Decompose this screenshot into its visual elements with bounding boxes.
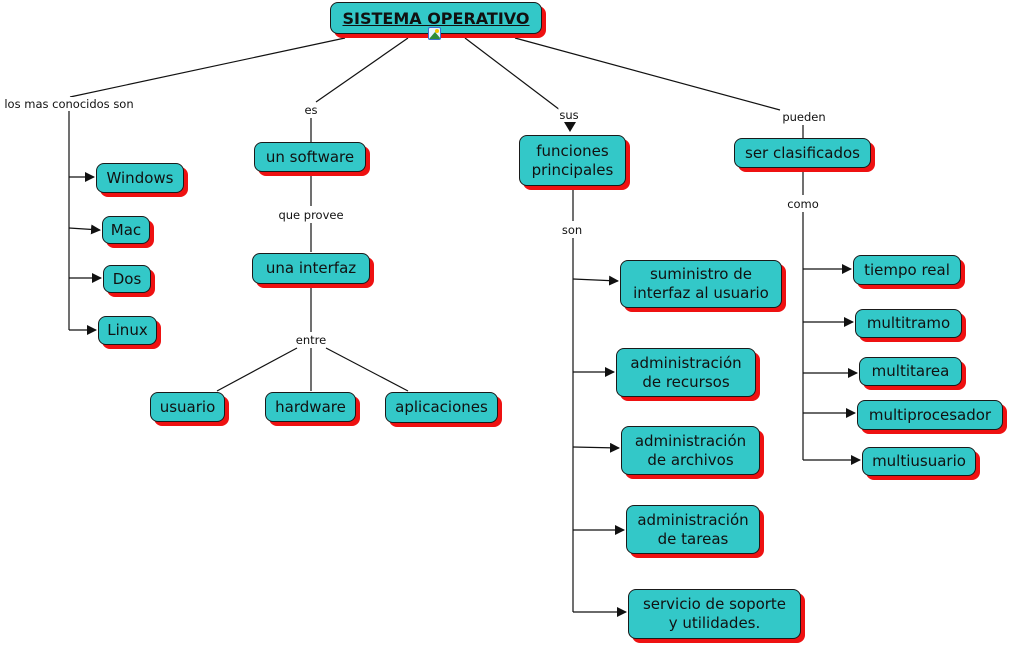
- concept-node-multitramo[interactable]: multitramo: [855, 309, 962, 338]
- arrow-suministro: [572, 275, 619, 286]
- concept-node-hardware[interactable]: hardware: [265, 392, 356, 422]
- concept-node-multitarea[interactable]: multitarea: [859, 357, 962, 386]
- concept-node-linux[interactable]: Linux: [98, 316, 157, 345]
- concept-node-un-software[interactable]: un software: [254, 142, 366, 172]
- concept-node-archivos[interactable]: administración de archivos: [621, 426, 760, 475]
- linking-phrase-entre: entre: [294, 333, 328, 347]
- linking-phrase-pueden: pueden: [781, 110, 827, 124]
- link-root-conocidos: [69, 37, 346, 98]
- concept-node-aplicaciones[interactable]: aplicaciones: [385, 392, 498, 423]
- root-node-sistema-operativo[interactable]: SISTEMA OPERATIVO: [330, 2, 542, 34]
- arrow-mac: [68, 224, 101, 235]
- linking-phrase-que-provee: que provee: [277, 208, 345, 222]
- concept-node-windows[interactable]: Windows: [96, 163, 184, 193]
- concept-node-tiempo-real[interactable]: tiempo real: [853, 255, 961, 285]
- concept-node-multiprocesador[interactable]: multiprocesador: [857, 400, 1003, 430]
- concept-node-multiusuario[interactable]: multiusuario: [862, 447, 976, 476]
- concept-node-una-interfaz[interactable]: una interfaz: [252, 253, 370, 284]
- concept-node-usuario[interactable]: usuario: [150, 392, 225, 422]
- arrow-sus-funciones: [564, 122, 576, 132]
- linking-phrase-es: es: [303, 103, 319, 117]
- image-icon[interactable]: [428, 27, 441, 40]
- concept-node-recursos[interactable]: administración de recursos: [616, 348, 756, 397]
- link-root-pueden: [514, 37, 781, 111]
- concept-node-tareas[interactable]: administración de tareas: [626, 505, 760, 554]
- linking-phrase-conocidos: los mas conocidos son: [3, 97, 135, 111]
- link-entre-usuario: [216, 347, 298, 392]
- link-root-es: [315, 37, 409, 103]
- concept-node-soporte[interactable]: servicio de soporte y utilidades.: [628, 589, 801, 639]
- linking-phrase-como: como: [786, 197, 820, 211]
- linking-phrase-sus: sus: [558, 108, 580, 122]
- concept-node-dos[interactable]: Dos: [103, 265, 151, 293]
- concept-node-ser-clasificados[interactable]: ser clasificados: [734, 138, 871, 168]
- concept-node-suministro[interactable]: suministro de interfaz al usuario: [620, 260, 782, 308]
- linking-phrase-son: son: [560, 223, 584, 237]
- concept-node-mac[interactable]: Mac: [102, 216, 150, 244]
- link-root-sus: [464, 37, 561, 111]
- arrow-archivos: [572, 442, 620, 453]
- concept-node-funciones-principales[interactable]: funciones principales: [519, 135, 626, 186]
- link-entre-aplicaciones: [325, 347, 409, 392]
